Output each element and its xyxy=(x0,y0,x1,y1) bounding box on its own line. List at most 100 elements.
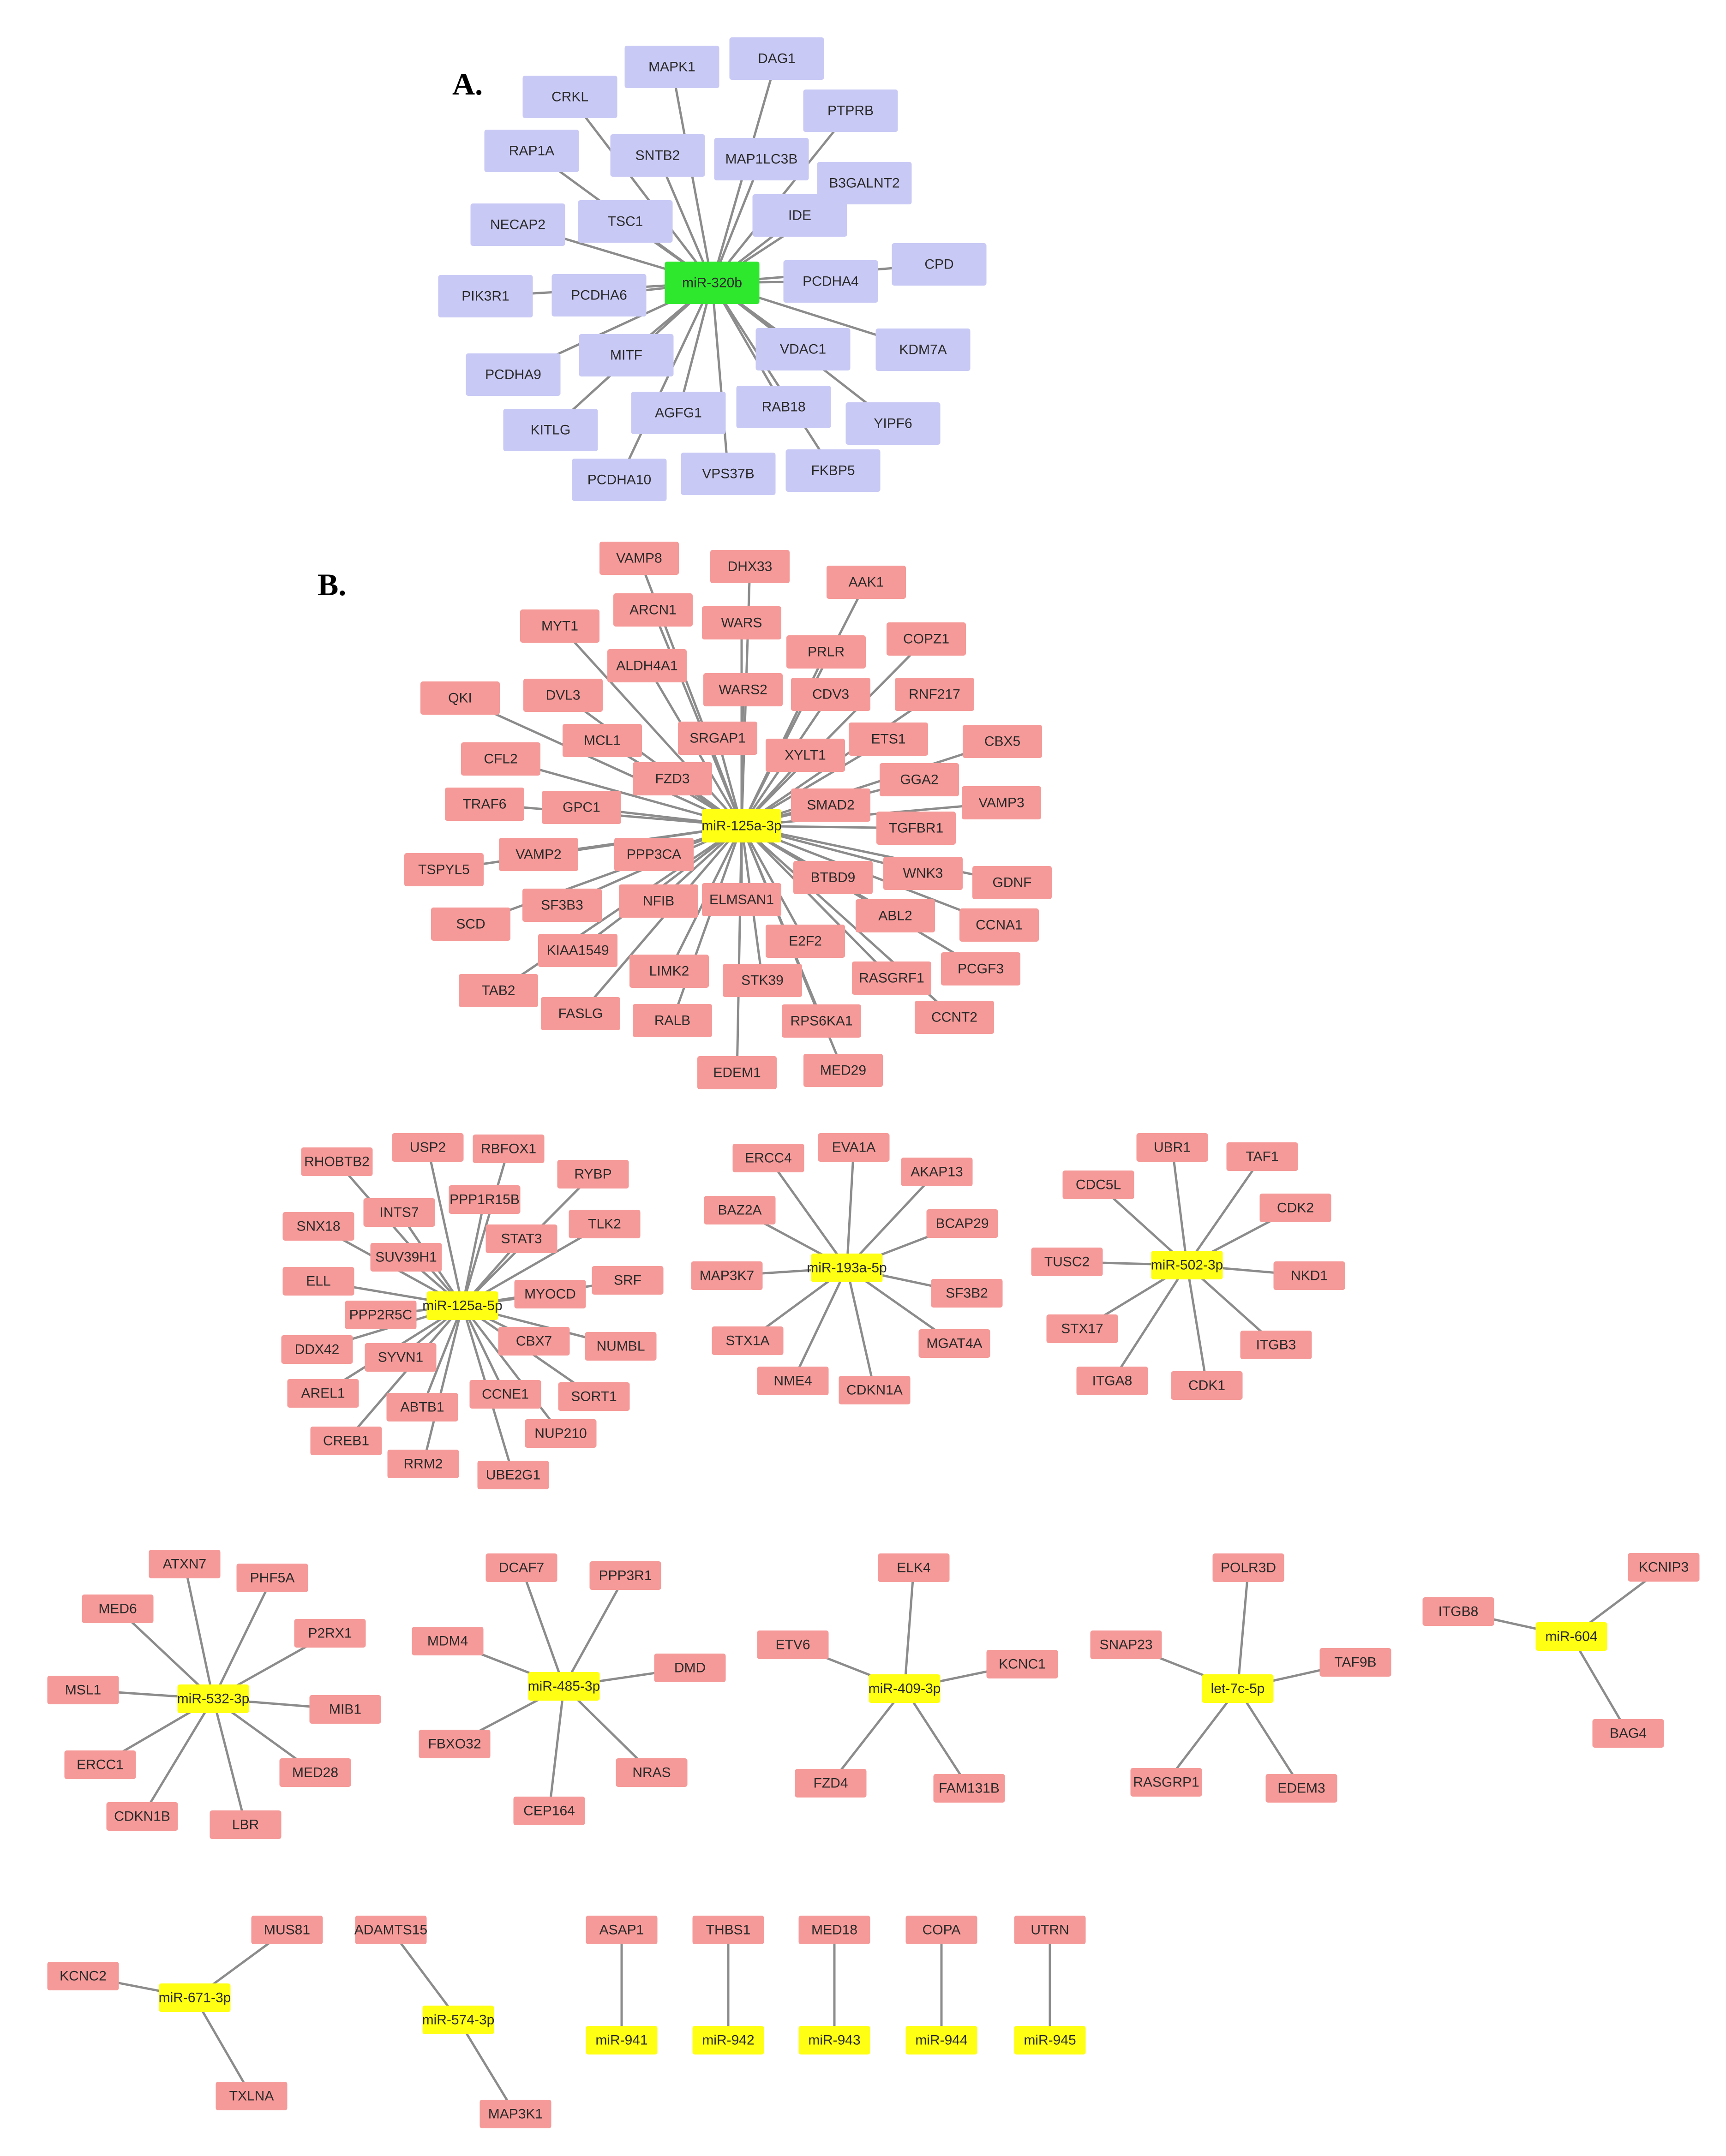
node-label: FBXO32 xyxy=(428,1737,481,1752)
node-ddx42: DDX42 xyxy=(281,1335,353,1364)
node-mgat4a: MGAT4A xyxy=(918,1329,990,1358)
node-adamts15: ADAMTS15 xyxy=(354,1916,427,1944)
node-fzd3: FZD3 xyxy=(633,762,712,795)
node-label: BTBD9 xyxy=(811,870,856,885)
node-label: CDKN1B xyxy=(114,1809,170,1824)
node-label: BAG4 xyxy=(1610,1726,1647,1741)
node-label: XYLT1 xyxy=(785,748,826,763)
node-box xyxy=(986,1650,1058,1678)
node-label: THBS1 xyxy=(706,1923,751,1938)
node-label: SUV39H1 xyxy=(375,1250,437,1265)
node-label: PIK3R1 xyxy=(461,289,509,304)
node-myt1: MYT1 xyxy=(520,609,599,643)
node-vps37b: VPS37B xyxy=(681,453,776,495)
node-pcdha6: PCDHA6 xyxy=(551,274,647,317)
edge-mir-125a-5p-rrm2 xyxy=(422,1305,464,1464)
node-label: TGFBR1 xyxy=(889,821,943,836)
node-ercc4: ERCC4 xyxy=(732,1144,804,1172)
node-label: PCDHA4 xyxy=(803,274,859,289)
node-label: IDE xyxy=(788,208,811,223)
node-box xyxy=(798,2026,870,2054)
node-box xyxy=(869,1674,941,1703)
node-label: EDEM3 xyxy=(1277,1781,1325,1796)
node-box xyxy=(1046,1314,1118,1343)
edge-mir-125a-5p-rbfox1 xyxy=(461,1148,510,1306)
edge-mir-604-bag4 xyxy=(1570,1636,1630,1734)
edge-mir-125a-3p-gdnf xyxy=(741,824,1013,884)
node-label: BAZ2A xyxy=(718,1203,761,1218)
node-btbd9: BTBD9 xyxy=(793,861,873,894)
node-box xyxy=(466,353,561,396)
node-box xyxy=(282,1212,354,1241)
node-label: ITGB8 xyxy=(1438,1604,1479,1619)
node-box xyxy=(757,1367,829,1395)
node-label: miR-671-3p xyxy=(159,1990,231,2006)
node-ppp2r5c: PPP2R5C xyxy=(345,1301,417,1329)
node-fkbp5: FKBP5 xyxy=(785,449,881,492)
node-mdm4: MDM4 xyxy=(412,1627,484,1655)
node-label: YIPF6 xyxy=(874,416,912,431)
node-label: DCAF7 xyxy=(499,1560,544,1576)
node-cbx5: CBX5 xyxy=(963,725,1042,758)
node-kiaa1549: KIAA1549 xyxy=(538,934,617,967)
node-box xyxy=(963,725,1042,758)
node-label: PPP3R1 xyxy=(599,1568,652,1583)
node-box xyxy=(251,1916,323,1944)
node-label: RYBP xyxy=(574,1167,611,1182)
node-box xyxy=(654,1654,726,1682)
node-box xyxy=(785,449,881,492)
node-myocd: MYOCD xyxy=(514,1280,586,1308)
node-box xyxy=(905,1916,977,1944)
node-box xyxy=(941,952,1020,985)
node-label: AAK1 xyxy=(849,575,884,590)
node-label: CFL2 xyxy=(484,752,517,767)
node-sntb2: SNTB2 xyxy=(610,134,705,177)
node-mir-125a-3p: miR-125a-3p xyxy=(701,809,782,842)
node-box xyxy=(839,1376,911,1404)
node-label: KIAA1549 xyxy=(546,943,609,958)
node-label: ERCC4 xyxy=(745,1151,792,1166)
node-label: BCAP29 xyxy=(935,1216,989,1231)
node-label: CBX7 xyxy=(516,1334,552,1349)
node-cdk2: CDK2 xyxy=(1259,1194,1331,1222)
node-wars: WARS xyxy=(702,606,781,639)
node-label: miR-409-3p xyxy=(869,1681,941,1696)
node-label: miR-945 xyxy=(1024,2033,1076,2048)
node-box xyxy=(849,723,928,756)
node-box xyxy=(1171,1371,1243,1400)
node-label: MUS81 xyxy=(264,1923,310,1938)
node-box xyxy=(514,1280,586,1308)
node-label: FZD3 xyxy=(655,771,690,787)
edge-mir-485-3p-cep164 xyxy=(548,1686,565,1811)
node-box xyxy=(1014,1916,1086,1944)
node-label: PCDHA9 xyxy=(485,367,541,382)
node-box xyxy=(757,1630,829,1659)
node-dcaf7: DCAF7 xyxy=(485,1553,557,1582)
node-elk4: ELK4 xyxy=(878,1553,950,1582)
node-med29: MED29 xyxy=(803,1054,883,1087)
node-label: MCL1 xyxy=(584,733,621,748)
node-faslg: FASLG xyxy=(541,997,620,1030)
edge-mir-125a-5p-ccne1 xyxy=(461,1305,507,1395)
edge-mir-125a-3p-wars2 xyxy=(740,689,744,826)
node-sf3b3: SF3B3 xyxy=(522,889,602,922)
node-label: EDEM1 xyxy=(713,1065,761,1081)
node-label: UTRN xyxy=(1031,1923,1069,1938)
node-box xyxy=(1319,1648,1391,1677)
node-box xyxy=(752,194,847,237)
node-label: NFIB xyxy=(643,894,674,909)
edge-mir-320b-agfg1 xyxy=(677,282,713,413)
node-label: QKI xyxy=(448,691,472,706)
node-kitlg: KITLG xyxy=(503,409,598,451)
edge-mir-125a-3p-qki xyxy=(459,697,743,827)
node-map3k1: MAP3K1 xyxy=(479,2100,551,2128)
node-ccne1: CCNE1 xyxy=(469,1380,541,1409)
node-box xyxy=(569,1210,641,1238)
node-xylt1: XYLT1 xyxy=(766,739,845,772)
node-box xyxy=(585,1332,657,1361)
node-label: miR-320b xyxy=(682,275,742,291)
node-nfib: NFIB xyxy=(619,884,698,918)
node-label: NUP210 xyxy=(534,1426,587,1441)
node-box xyxy=(499,838,578,871)
